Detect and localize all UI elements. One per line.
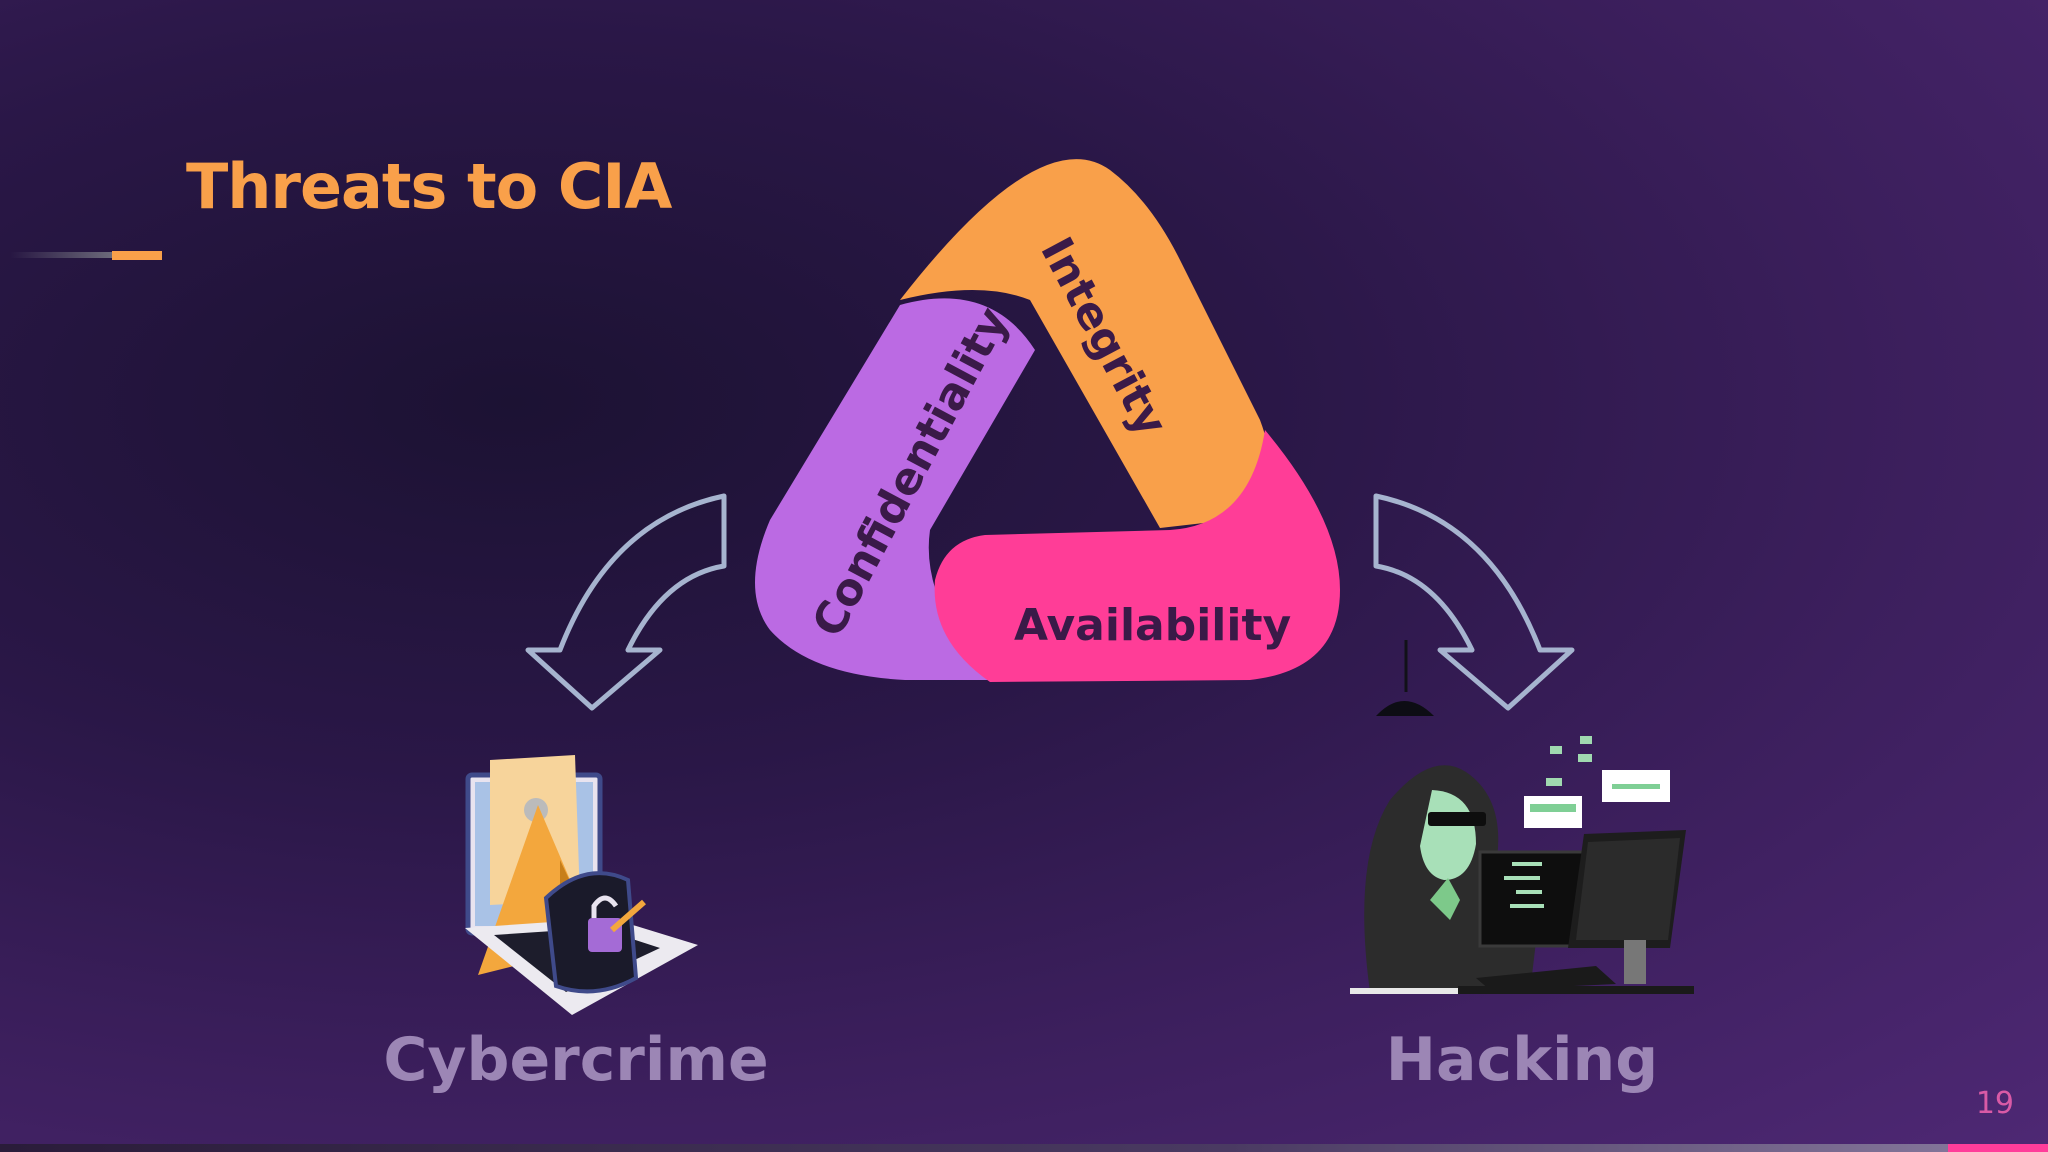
- cybercrime-caption: Cybercrime: [383, 1025, 769, 1095]
- right-curved-arrow: [1373, 493, 1575, 711]
- availability-label: Availability: [1014, 600, 1291, 651]
- title-underline: [10, 252, 112, 258]
- hacking-caption: Hacking: [1385, 1025, 1659, 1095]
- hooded-hacker-icon: [1350, 640, 1694, 994]
- slide-title: Threats to CIA: [186, 150, 672, 223]
- left-curved-arrow: [525, 493, 727, 711]
- availability-segment: Availability: [934, 430, 1340, 682]
- page-number: 19: [1975, 1086, 2014, 1121]
- bottom-progress-bar: [0, 1144, 2048, 1152]
- bottom-progress-accent: [1948, 1144, 2048, 1152]
- laptop-lock-icon: [465, 755, 698, 1015]
- title-underline-accent: [112, 251, 162, 260]
